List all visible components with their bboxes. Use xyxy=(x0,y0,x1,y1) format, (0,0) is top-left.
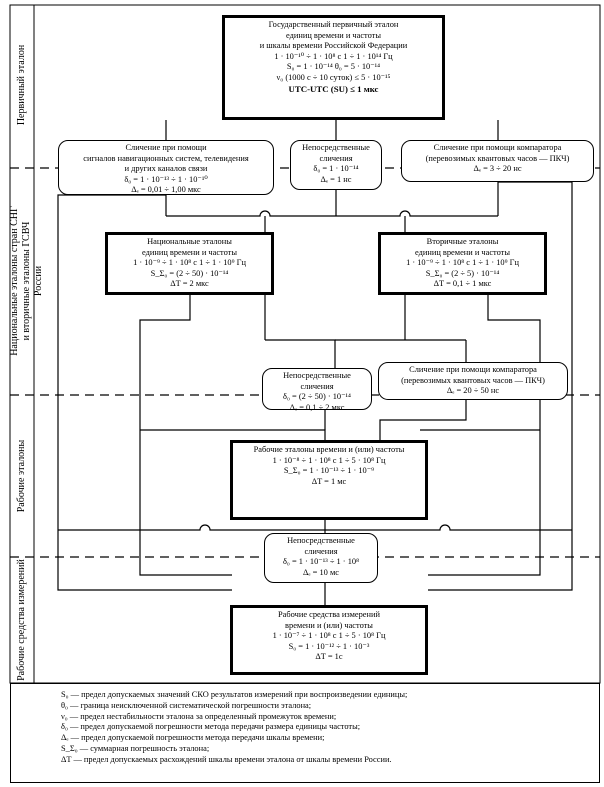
primary-formula-1: 1 · 10⁻¹⁰ ÷ 1 · 10⁸ с 1 ÷ 1 · 10¹⁴ Гц xyxy=(274,51,393,61)
comparator-box-1: Сличение при помощи компаратора (перевоз… xyxy=(401,140,594,182)
working-instruments-title: Рабочие средства измерений времени и (ил… xyxy=(278,610,380,630)
flow-connectors xyxy=(57,120,573,605)
direct-comparison-2-formula-2: Δₑ = 0,1 ÷ 2 мкс xyxy=(289,402,345,412)
comparison-navigation-box: Сличение при помощи сигналов навигационн… xyxy=(58,140,274,195)
direct-comparison-1-formula-2: Δₑ = 1 нс xyxy=(320,174,352,184)
primary-formula-2: S₀ = 1 · 10⁻¹⁴ θ₀ = 5 · 10⁻¹⁴ xyxy=(286,62,381,72)
direct-comparison-2-formula-1: δ₀ = (2 ÷ 50) · 10⁻¹⁴ xyxy=(283,392,351,402)
direct-comparison-box-3: Непосредственные сличения δ₀ = 1 · 10⁻¹³… xyxy=(264,533,378,583)
secondary-formula-2: S_Σ₀ = (2 ÷ 5) · 10⁻¹⁴ xyxy=(425,268,500,278)
direct-comparison-1-title: Непосредственные сличения xyxy=(302,143,370,163)
working-standards-title: Рабочие эталоны времени и (или) частоты xyxy=(253,445,405,454)
legend-row: ν₀ — предел нестабильности эталона за оп… xyxy=(61,711,337,721)
secondary-standards-box: Вторичные эталоны единиц времени и часто… xyxy=(378,232,547,295)
band-label-national: Национальные эталоны стран СНГ и вторичн… xyxy=(9,206,44,356)
working-formula-3: ΔT = 1 мс xyxy=(311,476,347,486)
national-formula-3: ΔT = 2 мкс xyxy=(170,279,209,289)
national-formula-2: S_Σ₀ = (2 ÷ 50) · 10⁻¹⁴ xyxy=(150,268,229,278)
legend-row: Δₑ — предел допускаемой погрешности мето… xyxy=(61,733,325,743)
legend-row: S_Σ₀ — суммарная погрешность эталона; xyxy=(61,743,210,753)
comparison-navigation-formula-2: Δₑ = 0,01 ÷ 1,00 мкс xyxy=(131,185,201,195)
band-label-working: Рабочие эталоны xyxy=(16,439,27,513)
band-label-primary: Первичный эталон xyxy=(16,44,27,126)
comparator-1-formula: Δₑ = 3 ÷ 20 нс xyxy=(473,164,522,174)
direct-comparison-3-formula-1: δ₀ = 1 · 10⁻¹³ ÷ 1 · 10⁸ xyxy=(282,557,359,567)
working-standards-box: Рабочие эталоны времени и (или) частоты … xyxy=(230,440,428,520)
legend-row: ΔT — предел допускаемых расхождений шкал… xyxy=(61,754,392,764)
comparator-2-formula: Δₑ = 20 ÷ 50 нс xyxy=(446,386,500,396)
direct-comparison-box-2: Непосредственные сличения δ₀ = (2 ÷ 50) … xyxy=(262,368,372,412)
primary-standard-box: Государственный первичный эталон единиц … xyxy=(222,15,445,120)
secondary-standards-title: Вторичные эталоны единиц времени и часто… xyxy=(415,237,510,257)
secondary-formula-1: 1 · 10⁻⁹ ÷ 1 · 10⁸ с 1 ÷ 1 · 10⁹ Гц xyxy=(406,258,519,268)
secondary-formula-3: ΔT = 0,1 ÷ 1 мкс xyxy=(433,279,492,289)
direct-comparison-2-title: Непосредственные сличения xyxy=(283,371,351,391)
direct-comparison-3-formula-2: Δₑ = 10 мс xyxy=(303,567,339,577)
comparator-1-title: Сличение при помощи компаратора (перевоз… xyxy=(425,143,570,163)
working-formula-1: 1 · 10⁻⁸ ÷ 1 · 10⁸ с 1 ÷ 5 · 10⁸ Гц xyxy=(272,455,386,465)
direct-comparison-box-1: Непосредственные сличения δ₀ = 1 · 10⁻¹⁴… xyxy=(290,140,382,190)
band-label-instruments: Рабочие средства измерений xyxy=(16,559,27,681)
primary-standard-title: Государственный первичный эталон единиц … xyxy=(259,20,408,51)
national-standards-title: Национальные эталоны единиц времени и ча… xyxy=(142,237,237,257)
legend-row: θ₀ — граница неисключенной систематическ… xyxy=(61,700,312,710)
legend-row: δ₀ — предел допускаемой погрешности мето… xyxy=(61,722,361,732)
working-formula-2: S_Σ₀ = 1 · 10⁻¹³ ÷ 1 · 10⁻⁹ xyxy=(283,466,375,476)
instruments-formula-2: S₀ = 1 · 10⁻¹² ÷ 1 · 10⁻³ xyxy=(288,641,370,651)
comparator-box-2: Сличение при помощи компаратора (перевоз… xyxy=(378,362,568,400)
direct-comparison-3-title: Непосредственные сличения xyxy=(287,536,355,556)
legend-row: S₀ — предел допускаемых значений СКО рез… xyxy=(61,690,408,699)
national-formula-1: 1 · 10⁻⁹ ÷ 1 · 10⁸ с 1 ÷ 1 · 10⁹ Гц xyxy=(133,258,246,268)
national-standards-box: Национальные эталоны единиц времени и ча… xyxy=(105,232,274,295)
legend: S₀ — предел допускаемых значений СКО рез… xyxy=(10,683,600,783)
primary-formula-3: ν₀ (1000 с ÷ 10 суток) ≤ 5 · 10⁻¹⁵ xyxy=(276,72,391,82)
primary-formula-utc: UTC-UTC (SU) ≤ 1 мкс xyxy=(288,83,379,94)
direct-comparison-1-formula-1: δ₀ = 1 · 10⁻¹⁴ xyxy=(313,164,359,174)
working-instruments-box: Рабочие средства измерений времени и (ил… xyxy=(230,605,428,675)
comparison-navigation-formula-1: δ₀ = 1 · 10⁻¹³ ÷ 1 · 10⁻¹⁰ xyxy=(124,174,208,184)
instruments-formula-1: 1 · 10⁻⁷ ÷ 1 · 10⁸ с 1 ÷ 5 · 10⁸ Гц xyxy=(272,631,386,641)
instruments-formula-3: ΔT = 1с xyxy=(315,652,343,662)
comparison-navigation-title: Сличение при помощи сигналов навигационн… xyxy=(83,143,249,174)
comparator-2-title: Сличение при помощи компаратора (перевоз… xyxy=(401,365,545,385)
